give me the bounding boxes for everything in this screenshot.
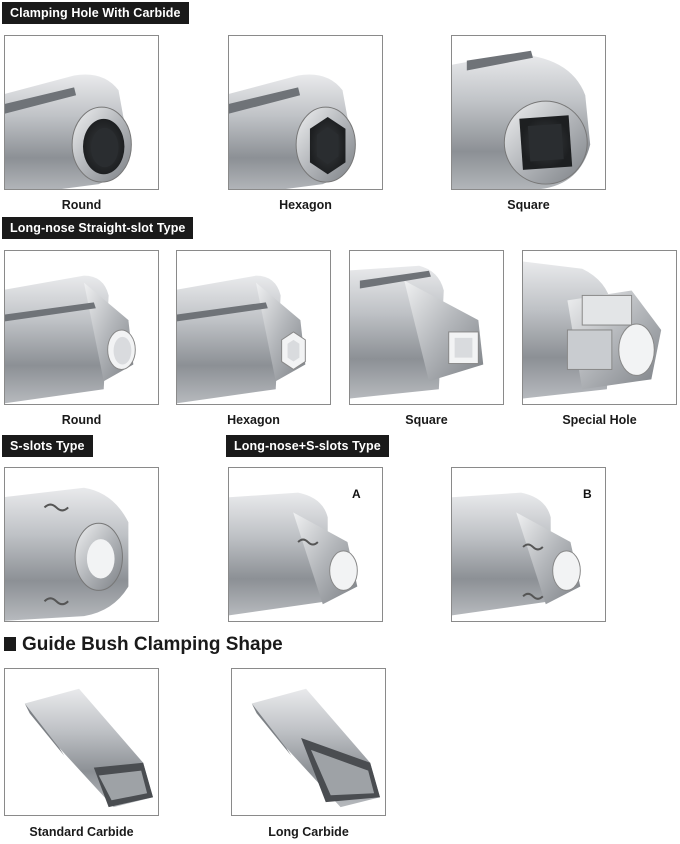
collet-round-carbide-image [4,35,159,190]
caption-round-long-nose: Round [61,413,102,427]
section-header-long-nose-s-slots: Long-nose+S-slots Type [226,435,389,457]
long-nose-round-image [4,250,159,405]
caption-standard-carbide: Standard Carbide [29,825,134,839]
collet-round-carbide-icon [5,74,132,189]
collet-square-carbide-image [451,35,606,190]
long-nose-square-image [349,250,504,405]
section-header-s-slots: S-slots Type [2,435,93,457]
caption-hexagon-long-nose: Hexagon [227,413,280,427]
collet-hexagon-carbide-image [228,35,383,190]
square-bullet-icon [4,637,16,651]
long-nose-square-collet-icon [350,265,484,399]
tag-a: A [352,487,361,501]
caption-hexagon: Hexagon [279,198,332,212]
long-nose-hexagon-image [176,250,331,405]
collet-square-carbide-icon [452,50,591,189]
guide-bush-standard-image [4,668,159,816]
guide-bush-standard-carbide-icon [24,688,154,808]
s-slot-collet-icon [5,487,129,621]
long-nose-s-slot-collet-a-icon [229,492,358,616]
section-header-long-nose-straight: Long-nose Straight-slot Type [2,217,194,239]
long-nose-s-slot-b-image [451,467,606,622]
long-nose-special-hole-image [522,250,677,405]
collet-hexagon-carbide-icon [229,74,356,189]
caption-special-hole: Special Hole [562,413,637,427]
caption-round: Round [61,198,102,212]
long-nose-s-slot-collet-b-icon [452,492,581,616]
guide-bush-long-image [231,668,386,816]
caption-square: Square [507,198,550,212]
guide-bush-title-text: Guide Bush Clamping Shape [22,634,283,655]
caption-long-carbide: Long Carbide [268,825,349,839]
s-slot-collet-image [4,467,159,622]
caption-square-long-nose: Square [405,413,448,427]
long-nose-hexagon-collet-icon [177,275,306,404]
long-nose-round-collet-icon [5,275,136,404]
tag-b: B [583,487,592,501]
long-nose-s-slot-a-image [228,467,383,622]
guide-bush-long-carbide-icon [251,688,381,808]
long-nose-special-hole-collet-icon [523,261,662,399]
section-header-clamping-hole: Clamping Hole With Carbide [2,2,189,24]
guide-bush-section-title: Guide Bush Clamping Shape [4,634,283,656]
